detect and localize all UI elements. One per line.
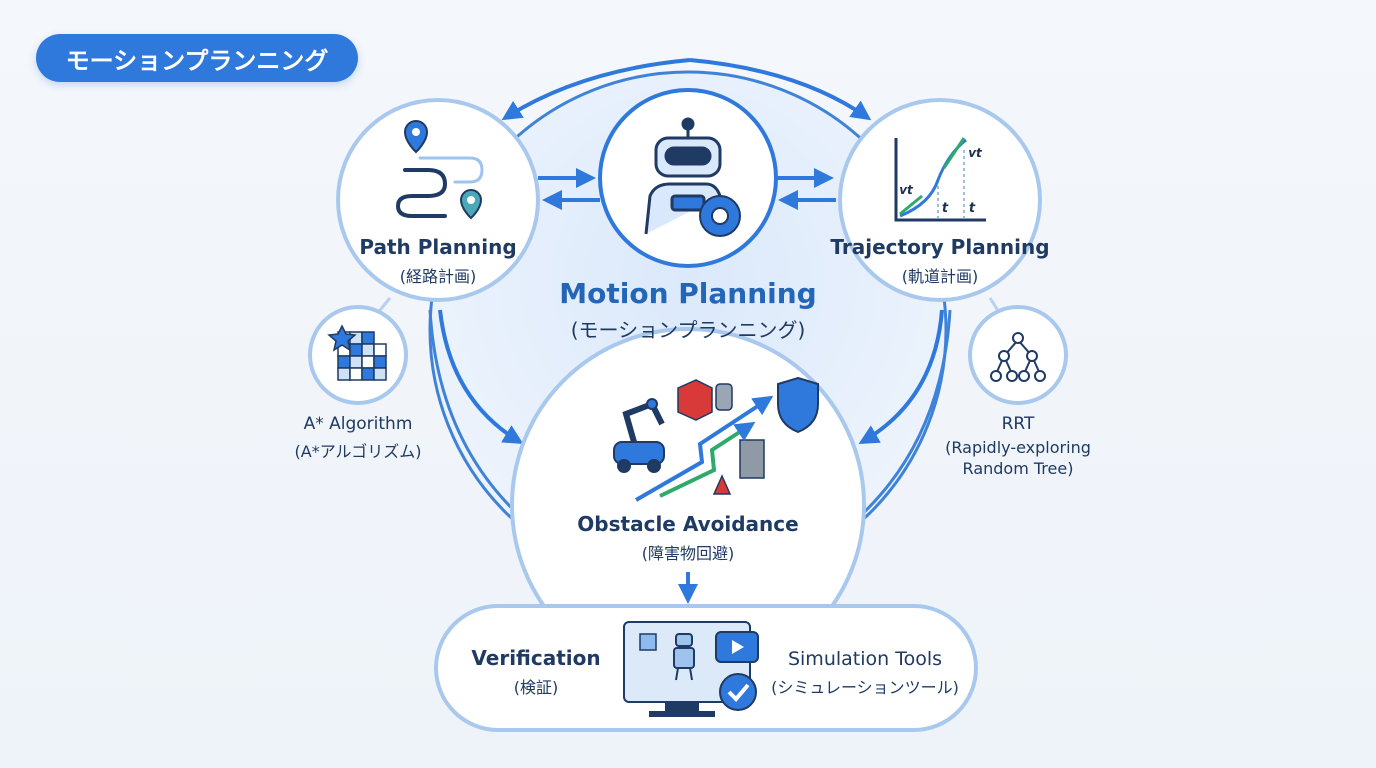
path-route-light-icon xyxy=(418,156,484,184)
arrow-path-to-obstacle xyxy=(438,309,524,445)
robot-arm-icon xyxy=(613,398,665,473)
small-cube-icon xyxy=(639,633,657,651)
trajectory-planning-circle xyxy=(838,98,1042,302)
simulation-label: Simulation Tools xyxy=(787,648,943,670)
blue-path-arrow xyxy=(635,395,774,502)
verification-sub: (検証) xyxy=(513,678,559,697)
mini-robot-icon xyxy=(673,633,695,681)
rrt-sub-line1: (Rapidly-exploring xyxy=(945,438,1091,457)
gray-cylinder-top-icon xyxy=(715,383,733,411)
robot-circle xyxy=(598,88,778,268)
arrow-trajectory-to-obstacle xyxy=(858,309,944,444)
graph-t-right: t xyxy=(968,201,976,216)
verification-label: Verification xyxy=(471,646,601,670)
top-arc-arrow-left xyxy=(501,58,691,121)
gray-block-icon xyxy=(739,439,765,479)
pin-teal-dot xyxy=(467,196,475,204)
simulation-sub: (シミュレーションツール) xyxy=(771,678,959,697)
rrt-sub-line2: Random Tree) xyxy=(962,459,1074,478)
green-path-arrow xyxy=(659,421,756,498)
rrt-circle xyxy=(968,305,1068,405)
top-arc-arrow-right xyxy=(689,58,872,121)
astar-label: A* Algorithm xyxy=(303,414,413,434)
trajectory-graph-icon xyxy=(894,137,986,222)
play-icon xyxy=(715,631,759,663)
astar-sub: (A*アルゴリズム) xyxy=(294,442,422,461)
grid-icon xyxy=(337,331,387,381)
shield-icon xyxy=(777,376,819,434)
graph-v-left: vt xyxy=(899,183,913,197)
check-icon xyxy=(719,673,757,711)
obstacle-label: Obstacle Avoidance xyxy=(577,512,799,536)
rrt-label: RRT xyxy=(1001,414,1035,434)
red-cube-icon xyxy=(677,379,713,421)
page-title: モーションプランニング xyxy=(36,34,358,82)
red-pyramid-icon xyxy=(712,474,732,495)
path-planning-label: Path Planning xyxy=(359,235,517,259)
pin-blue-dot xyxy=(412,128,420,136)
pin-blue-icon xyxy=(403,120,429,154)
motion-planning-title: Motion Planning xyxy=(559,277,817,310)
gear-icon xyxy=(699,195,741,237)
trajectory-planning-sub: (軌道計画) xyxy=(901,267,979,286)
path-route-icon xyxy=(395,168,448,218)
graph-t-mid: t xyxy=(941,201,949,216)
path-planning-circle xyxy=(336,98,540,302)
motion-planning-sub: (モーションプランニング) xyxy=(570,318,806,342)
trajectory-planning-label: Trajectory Planning xyxy=(830,235,1050,259)
obstacle-sub: (障害物回避) xyxy=(641,544,735,563)
graph-v-top: vt xyxy=(968,146,982,160)
star-icon xyxy=(327,324,357,352)
tree-icon xyxy=(990,332,1046,382)
path-planning-sub: (経路計画) xyxy=(399,267,477,286)
